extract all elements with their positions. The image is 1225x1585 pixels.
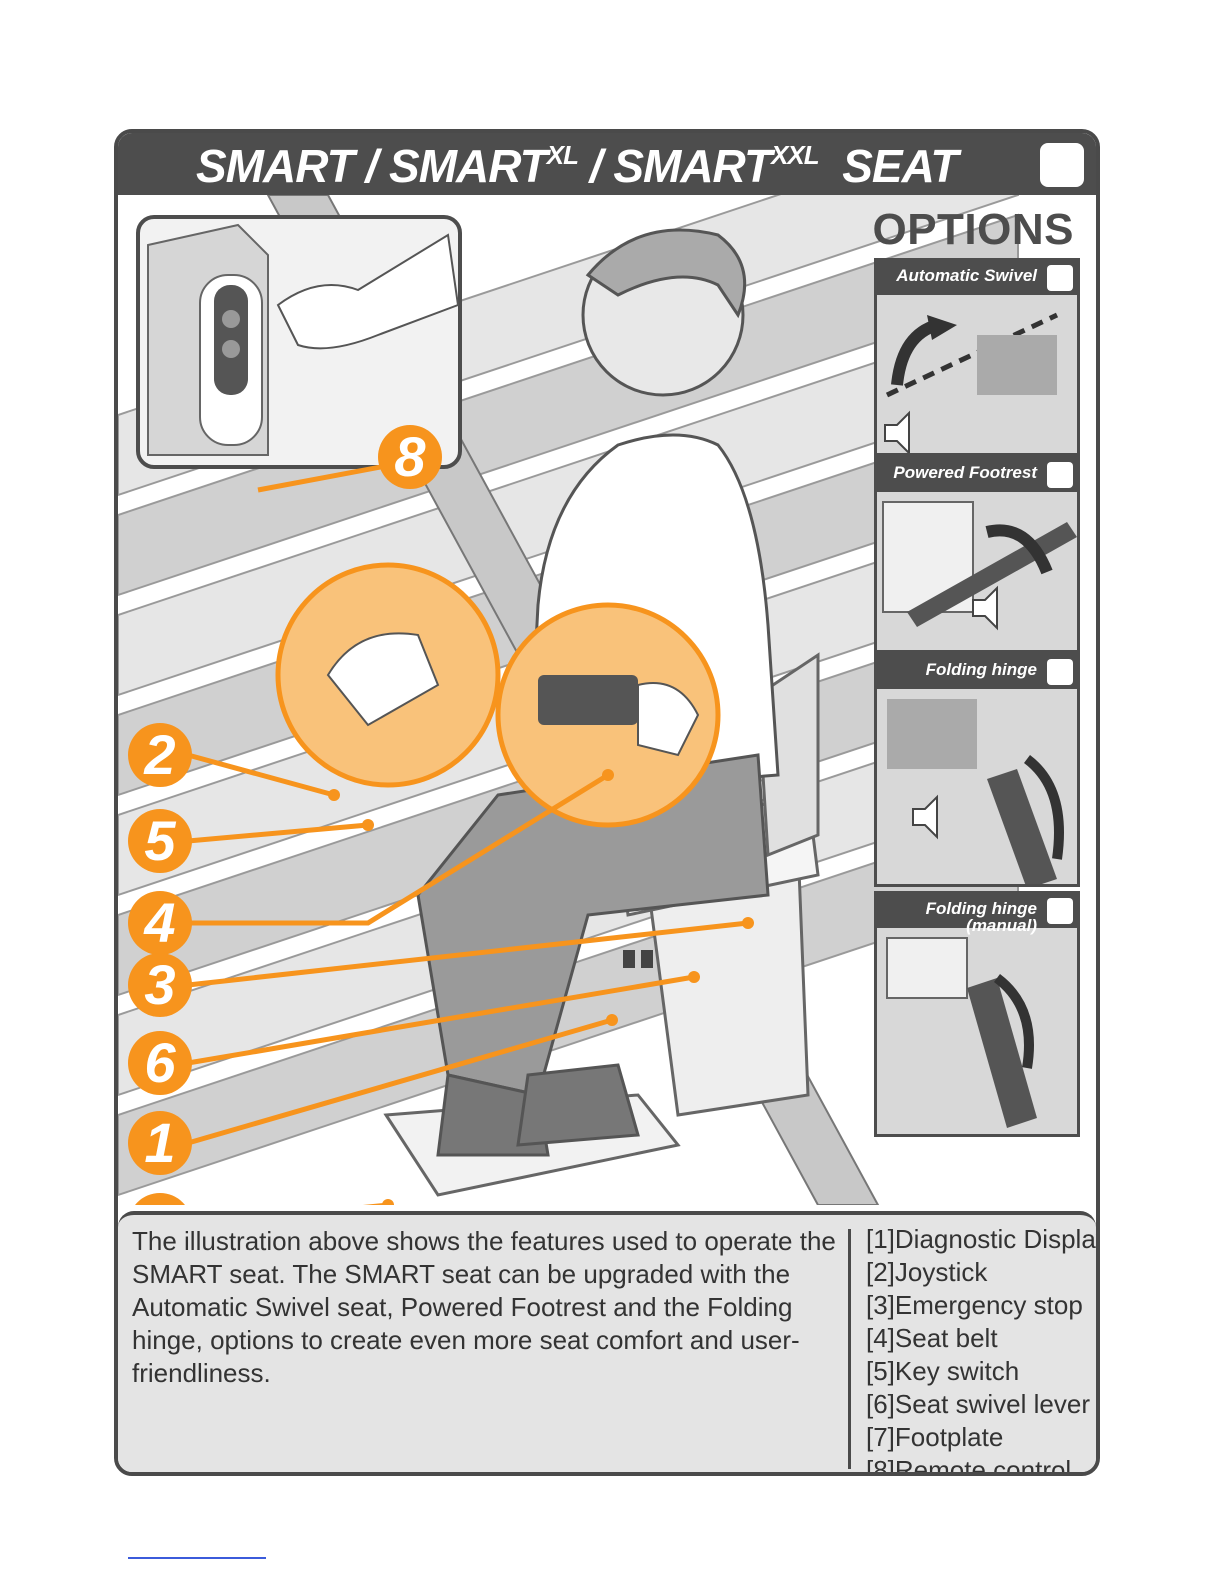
option-folding-hinge-manual: Folding hinge(manual): [874, 891, 1080, 1137]
legend-item: [2]Joystick: [866, 1257, 988, 1287]
page-title: SMART / SMARTXL / SMARTXXL SEAT: [196, 140, 958, 192]
title-bar: SMART / SMARTXL / SMARTXXL SEAT: [118, 133, 1096, 195]
options-title: OPTIONS: [872, 205, 1074, 254]
folding-hinge-illustration: [887, 699, 1064, 884]
legend-item: [1]Diagnostic Display: [866, 1224, 1100, 1254]
callout-4: 4: [144, 891, 176, 954]
option-folding-hinge: Folding hinge: [874, 652, 1080, 887]
option-label: Powered Footrest: [893, 463, 1037, 482]
title-checkbox: [1040, 143, 1084, 187]
folding-hinge-manual-illustration: [886, 937, 1037, 1128]
footer-link-underline[interactable]: [128, 1557, 266, 1559]
option-label: Automatic Swivel: [896, 266, 1037, 285]
stairlift-illustration: [118, 195, 1019, 1205]
legend-item: [7]Footplate: [866, 1422, 1004, 1452]
automatic-swivel-illustration: [884, 312, 1059, 453]
legend-item: [4]Seat belt: [866, 1323, 998, 1353]
callout-6: 6: [144, 1031, 176, 1094]
option-label: Folding hinge(manual): [925, 899, 1037, 935]
manual-page-frame: SMART / SMARTXL / SMARTXXL SEAT: [114, 129, 1100, 1476]
description-panel: The illustration above shows the feature…: [118, 1211, 1096, 1472]
option-checkbox: [1047, 898, 1073, 924]
callout-3: 3: [144, 953, 176, 1016]
speaker-icon: [972, 585, 998, 631]
callout-8: 8: [394, 425, 426, 488]
callout-5: 5: [144, 809, 176, 872]
option-checkbox: [1047, 462, 1073, 488]
feature-legend: [1]Diagnostic Display [2]Joystick [3]Eme…: [866, 1223, 1100, 1476]
legend-item: [3]Emergency stop: [866, 1290, 1083, 1320]
speaker-icon: [884, 410, 910, 453]
description-text: The illustration above shows the feature…: [132, 1226, 836, 1388]
option-automatic-swivel: Automatic Swivel: [874, 258, 1080, 456]
option-label: Folding hinge: [925, 660, 1037, 679]
legend-item: [5]Key switch: [866, 1356, 1020, 1386]
option-checkbox: [1047, 265, 1073, 291]
powered-footrest-illustration: [882, 501, 1077, 631]
callout-1: 1: [144, 1111, 176, 1174]
legend-item: [6]Seat swivel lever: [866, 1389, 1090, 1419]
legend-item: [8]Remote control: [866, 1455, 1072, 1476]
panel-divider: [848, 1229, 851, 1469]
remote-control-inset: [136, 215, 462, 469]
callout-2: 2: [144, 723, 176, 786]
speaker-icon: [912, 794, 938, 840]
option-powered-footrest: Powered Footrest: [874, 455, 1080, 653]
callout-markers: [128, 425, 442, 1205]
option-checkbox: [1047, 659, 1073, 685]
